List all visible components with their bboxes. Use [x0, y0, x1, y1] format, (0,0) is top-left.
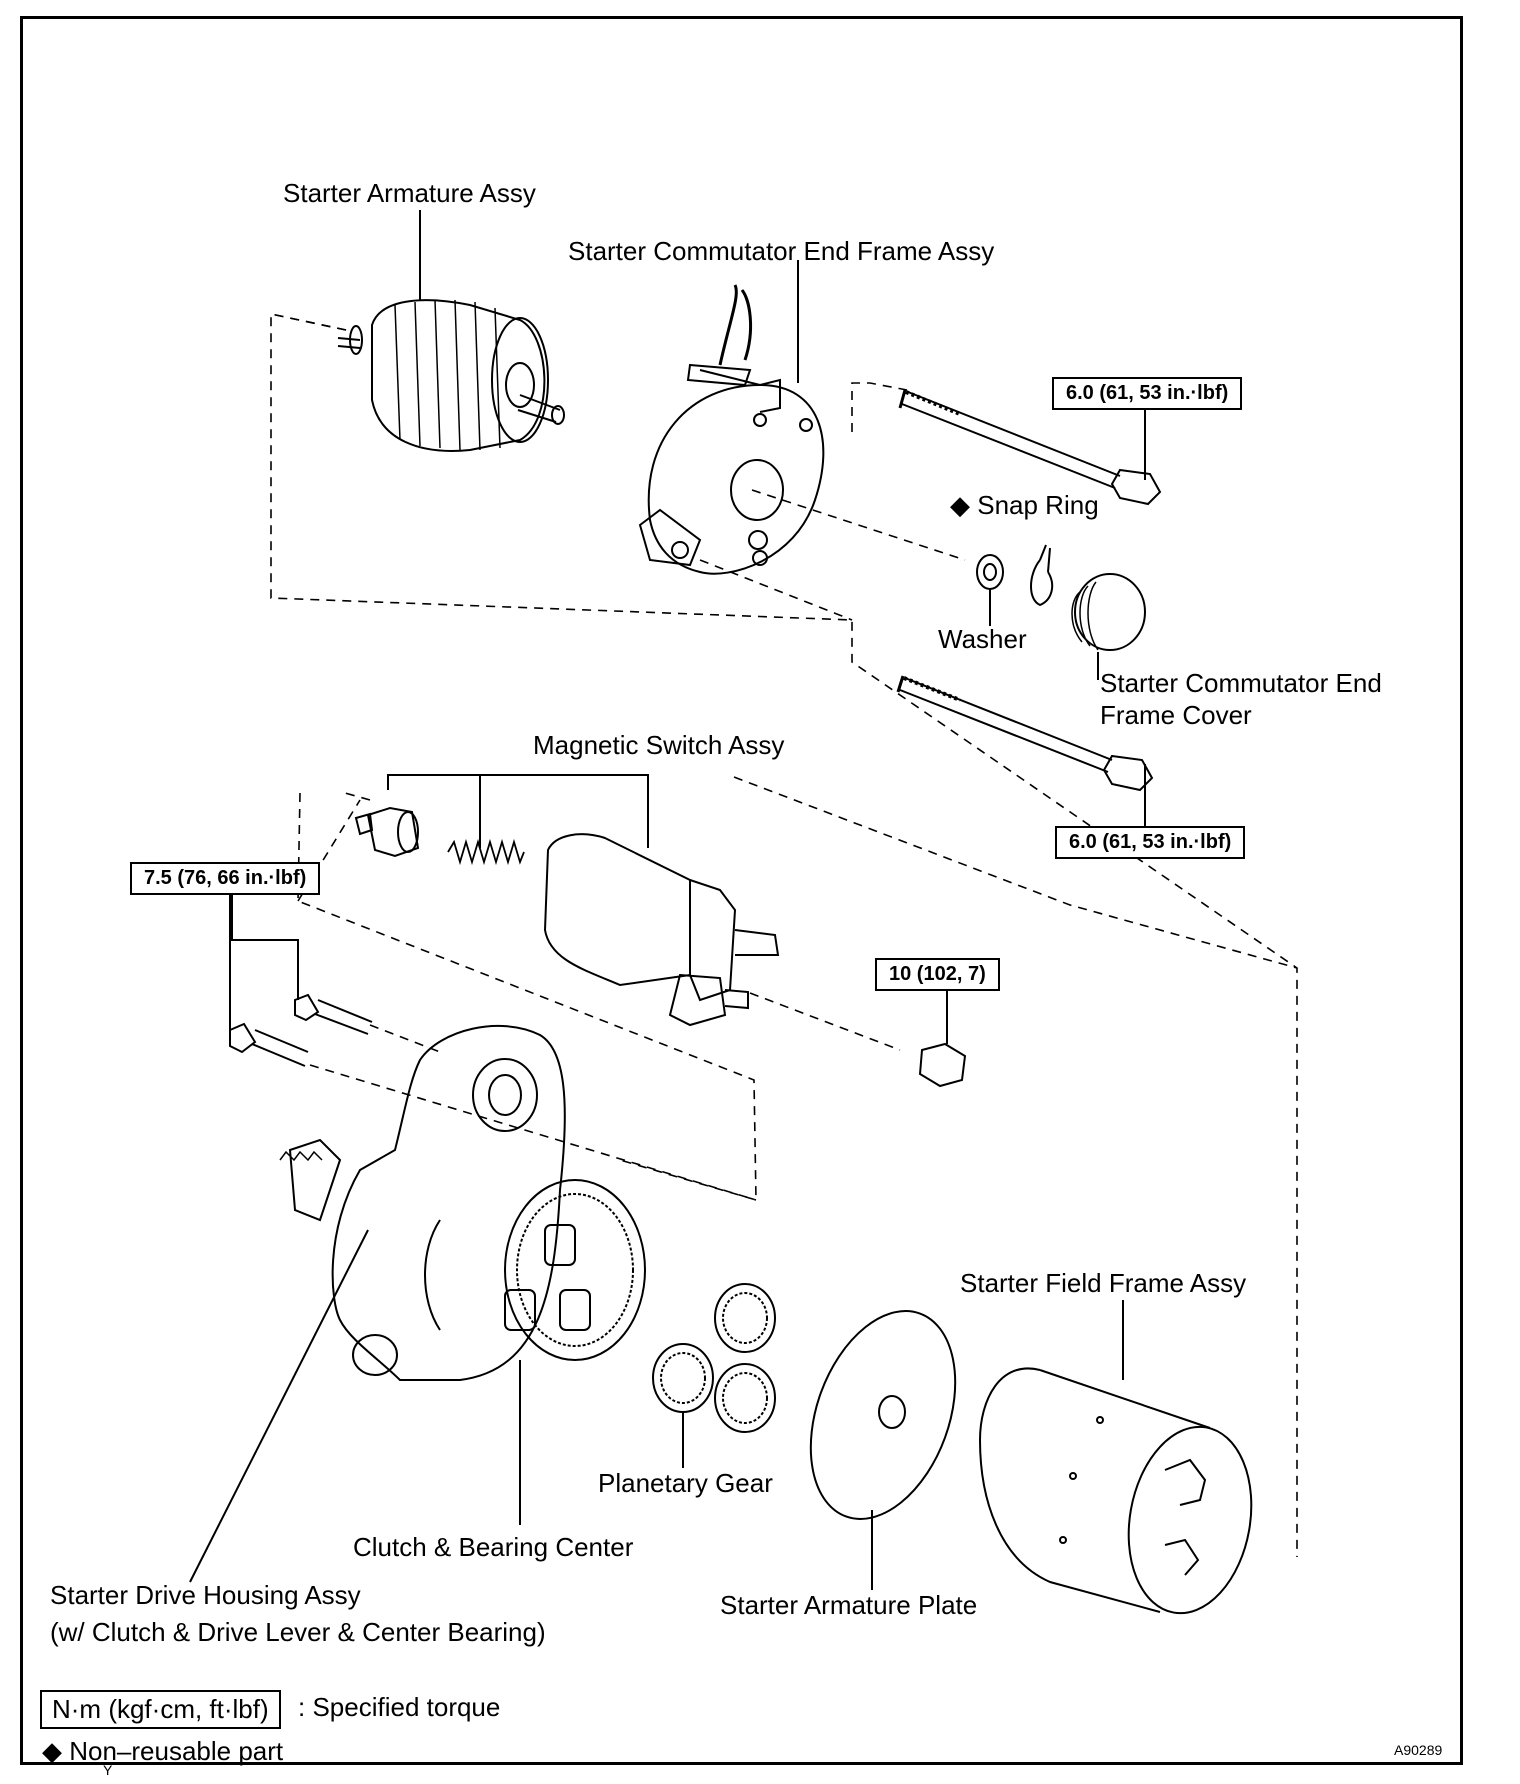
snap-ring-text: Snap Ring: [977, 490, 1099, 520]
switch-bolt-lower-shape: [229, 1022, 309, 1067]
nonreusable-mark: ◆: [950, 490, 970, 520]
legend-torque-box: N·m (kgf·cm, ft·lbf): [40, 1690, 281, 1729]
through-bolt-upper-shape: [898, 389, 1162, 506]
figure-id: A90289: [1394, 1742, 1443, 1758]
label-drive-housing-line2: (w/ Clutch & Drive Lever & Center Bearin…: [50, 1617, 546, 1647]
label-drive-housing-line1: Starter Drive Housing Assy: [50, 1580, 361, 1610]
terminal-nut-shape: [918, 1042, 967, 1088]
assembly-dashed-lines: [270, 313, 1298, 1557]
switch-bolt-upper-shape: [294, 993, 373, 1035]
torque-terminal-nut: 10 (102, 7): [875, 958, 1000, 991]
label-snap-ring: ◆ Snap Ring: [950, 490, 1099, 521]
label-clutch-bearing: Clutch & Bearing Center: [353, 1532, 634, 1562]
magnetic-switch-body-shape: [543, 833, 780, 1027]
label-end-frame-cover-line1: Starter Commutator End: [1100, 668, 1382, 698]
through-bolt-lower-shape: [896, 675, 1154, 792]
label-armature: Starter Armature Assy: [283, 178, 536, 208]
armature-plate-shape: [809, 1310, 957, 1520]
torque-through-bolt-upper: 6.0 (61, 53 in.·lbf): [1052, 377, 1243, 410]
planetary-gears-shape: [652, 1283, 776, 1433]
legend-torque-text: : Specified torque: [298, 1692, 501, 1722]
return-spring-shape: [447, 838, 525, 866]
plunger-shape: [354, 806, 420, 858]
washer-shape: [976, 554, 1004, 590]
legend-nonreusable: ◆ Non–reusable part: [42, 1736, 283, 1767]
label-commutator-end-frame: Starter Commutator End Frame Assy: [568, 236, 995, 266]
snap-ring-shape: [1030, 544, 1054, 607]
commutator-end-frame-shape: [638, 284, 825, 575]
leader-lines: [189, 210, 1146, 1590]
end-frame-cover-shape: [1071, 573, 1146, 651]
legend-diamond-icon: ◆: [42, 1736, 62, 1766]
torque-through-bolt-lower: 6.0 (61, 53 in.·lbf): [1055, 826, 1246, 859]
legend-nonreusable-text: Non–reusable part: [69, 1736, 284, 1766]
y-mark: Y: [103, 1762, 113, 1778]
clutch-bearing-shape: [424, 1179, 646, 1361]
diagram-frame: [20, 16, 1463, 1765]
label-magnetic-switch: Magnetic Switch Assy: [533, 730, 785, 760]
armature-shape: [337, 299, 565, 452]
label-field-frame: Starter Field Frame Assy: [960, 1268, 1247, 1298]
torque-switch-bolts: 7.5 (76, 66 in.·lbf): [130, 862, 321, 895]
label-planetary-gear: Planetary Gear: [598, 1468, 773, 1498]
label-washer: Washer: [938, 624, 1027, 654]
label-armature-plate: Starter Armature Plate: [720, 1590, 978, 1620]
field-frame-shape: [978, 1367, 1253, 1615]
drive-housing-shape: [279, 1024, 566, 1381]
label-end-frame-cover-line2: Frame Cover: [1100, 700, 1252, 730]
